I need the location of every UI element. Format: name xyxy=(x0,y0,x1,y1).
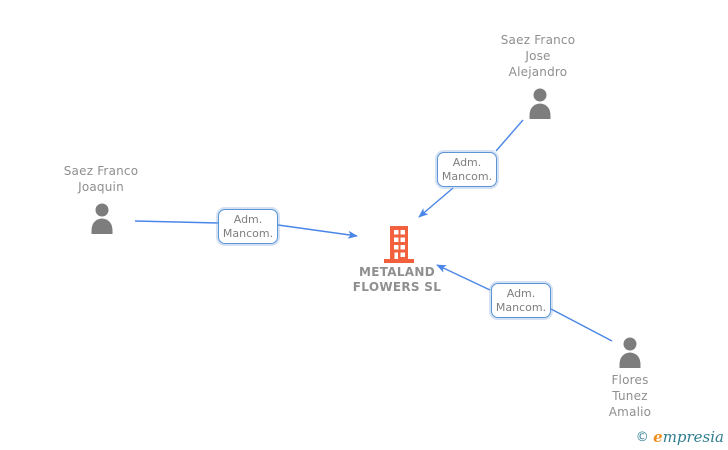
company-label[interactable]: METALAND FLOWERS SL xyxy=(327,265,467,295)
person-label-saez-franco-joaquin[interactable]: Saez Franco Joaquin xyxy=(31,163,171,195)
relationship-label-line: Mancom. xyxy=(495,301,547,314)
relationship-label-line: Adm. xyxy=(452,156,482,169)
person-label-flores-tunez-amalio[interactable]: Flores Tunez Amalio xyxy=(560,372,700,420)
company-name-line: FLOWERS SL xyxy=(352,280,442,294)
edge-amalio-to-adm3 xyxy=(550,308,613,342)
company-name-line: METALAND xyxy=(358,265,436,279)
person-name-line: Tunez xyxy=(612,389,648,403)
relationship-box-adm-mancom-1: Adm. Mancom. xyxy=(437,152,497,187)
person-name-line: Amalio xyxy=(608,405,652,419)
building-icon[interactable] xyxy=(381,226,417,263)
person-name-line: Jose xyxy=(525,49,551,63)
person-name-line: Joaquin xyxy=(78,180,124,194)
relationship-label-line: Adm. xyxy=(233,213,263,226)
person-icon[interactable] xyxy=(524,88,556,120)
logo-brand-initial: e xyxy=(653,428,663,446)
person-icon[interactable] xyxy=(86,203,118,235)
relationship-label-line: Mancom. xyxy=(222,227,274,240)
arrow-adm1-to-company xyxy=(418,187,454,218)
empresia-logo: © empresia xyxy=(636,428,724,446)
relationship-label-line: Adm. xyxy=(506,287,536,300)
edge-jose-to-adm1 xyxy=(495,119,524,152)
copyright-icon: © xyxy=(635,430,649,445)
relationship-box-adm-mancom-2: Adm. Mancom. xyxy=(218,209,278,244)
person-name-line: Saez Franco xyxy=(63,164,139,178)
person-name-line: Flores xyxy=(611,373,649,387)
person-label-saez-franco-jose-alejandro[interactable]: Saez Franco Jose Alejandro xyxy=(468,32,608,80)
person-name-line: Alejandro xyxy=(508,65,568,79)
relationship-box-adm-mancom-3: Adm. Mancom. xyxy=(491,283,551,318)
logo-brand-rest: mpresia xyxy=(662,428,724,446)
person-icon[interactable] xyxy=(614,337,646,369)
arrow-adm2-to-company xyxy=(277,224,358,239)
relationship-label-line: Mancom. xyxy=(441,170,493,183)
edge-joaquin-to-adm2 xyxy=(134,220,219,224)
arrow-adm3-to-company xyxy=(436,264,491,291)
person-name-line: Saez Franco xyxy=(500,33,576,47)
